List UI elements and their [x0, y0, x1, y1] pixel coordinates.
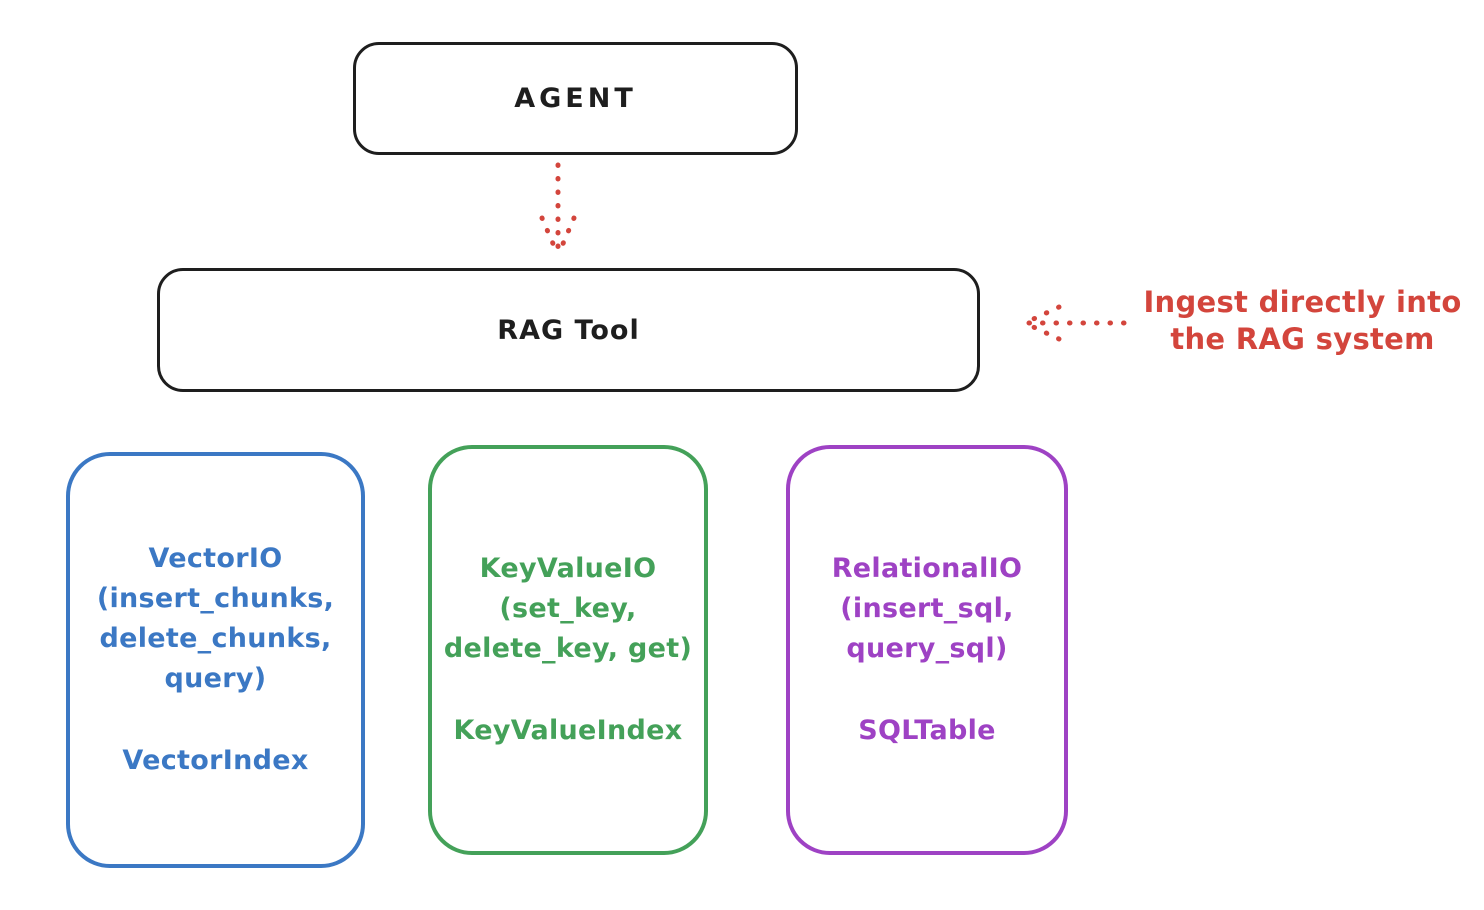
arrow-annotation-to-rag-tool-icon — [1024, 304, 1132, 342]
keyvalue-io-line: (set_key, — [499, 593, 637, 624]
keyvalue-io-box: KeyValueIO (set_key, delete_key, get) Ke… — [428, 445, 708, 855]
keyvalue-io-line: KeyValueIO — [479, 553, 657, 584]
relational-io-line: query_sql) — [846, 633, 1008, 664]
vector-io-line: (insert_chunks, — [96, 583, 335, 614]
rag-tool-box: RAG Tool — [157, 268, 980, 392]
relational-io-box: RelationalIO (insert_sql, query_sql) SQL… — [786, 445, 1068, 855]
agent-label: AGENT — [514, 83, 637, 114]
vector-index-label: VectorIndex — [122, 745, 309, 776]
relational-io-line: (insert_sql, — [840, 593, 1014, 624]
sql-table-label: SQLTable — [858, 715, 996, 746]
keyvalue-io-line: delete_key, get) — [443, 633, 693, 664]
rag-tool-label: RAG Tool — [497, 314, 640, 346]
vector-io-line: query) — [164, 663, 267, 694]
keyvalue-index-label: KeyValueIndex — [453, 715, 683, 746]
arrow-agent-to-rag-tool-icon — [539, 162, 577, 256]
ingest-annotation: Ingest directly into the RAG system — [1135, 284, 1470, 358]
ingest-annotation-line1: Ingest directly into — [1143, 285, 1462, 319]
vector-io-line: delete_chunks, — [99, 623, 332, 654]
ingest-annotation-line2: the RAG system — [1170, 322, 1435, 356]
agent-box: AGENT — [353, 42, 798, 155]
relational-io-line: RelationalIO — [831, 553, 1023, 584]
vector-io-line: VectorIO — [148, 543, 283, 574]
vector-io-box: VectorIO (insert_chunks, delete_chunks, … — [66, 452, 365, 868]
